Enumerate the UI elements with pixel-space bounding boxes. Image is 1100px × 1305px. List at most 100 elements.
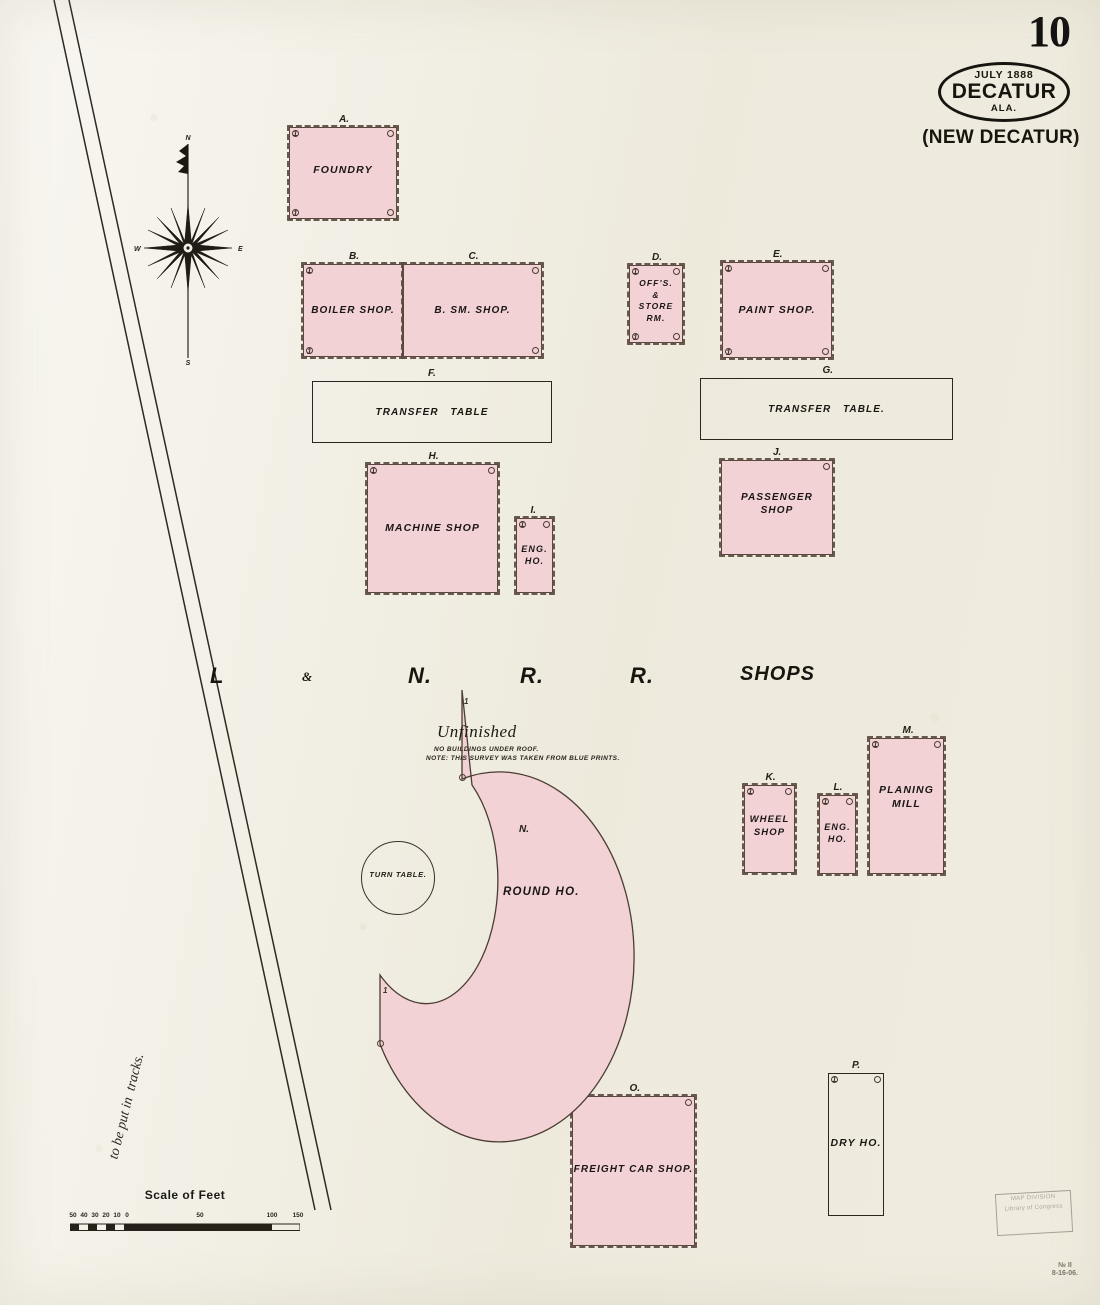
building-label: BOILER SHOP. [311, 305, 395, 316]
corner-opening-tl [519, 521, 526, 528]
scale-tick-label: 10 [113, 1212, 121, 1219]
corner-mark-line-2: 8-16-06. [1051, 1270, 1078, 1278]
building-boiler-shop: BOILER SHOP. 1 1 [301, 262, 405, 359]
corner-opening-tr [685, 1099, 692, 1106]
corner-story-number: 1 [726, 264, 731, 273]
roundhouse-label: ROUND HO. [503, 886, 580, 898]
building-label: FREIGHT CAR SHOP. [573, 1164, 694, 1175]
turn-table-label: TURN TABLE. [369, 870, 427, 879]
building-key-letter: A. [339, 114, 349, 125]
building-label: PLANING MILL [879, 784, 934, 810]
compass-north-label: N [185, 135, 191, 142]
building-label: FOUNDRY [313, 164, 373, 176]
building-key-letter: G. [822, 365, 834, 376]
sheet-subtitle: (NEW DECATUR) [922, 127, 1080, 148]
roundhouse-corner-number-bottom: 1 [383, 986, 388, 995]
corner-opening-br [822, 348, 829, 355]
corner-opening-tr [532, 267, 539, 274]
survey-blueprint-note: NOTE: THIS SURVEY WAS TAKEN FROM BLUE PR… [426, 755, 620, 762]
corner-opening-bl [725, 348, 732, 355]
building-label: B. SM. SHOP. [434, 305, 511, 316]
corner-story-number: 1 [823, 797, 828, 806]
cartouche-city: DECATUR [951, 80, 1057, 103]
building-label: ENG. HO. [824, 822, 851, 844]
corner-story-number: 1 [307, 347, 312, 356]
corner-story-number: 1 [576, 1098, 581, 1107]
building-label: OFF'S. & STORE RM. [638, 278, 674, 323]
corner-story-number: 1 [293, 209, 298, 218]
map-title-part: R. [630, 663, 654, 688]
corner-opening-tl [632, 268, 639, 275]
roundhouse-corner-opening-b [377, 1040, 384, 1047]
scale-tick-label: 50 [196, 1212, 204, 1219]
corner-story-number: 1 [520, 520, 525, 529]
corner-opening-tr [673, 268, 680, 275]
compass-east-label: E [238, 246, 243, 253]
corner-opening-tl [822, 798, 829, 805]
track-annotation-text: to be put in tracks. [106, 1052, 148, 1161]
corner-story-number: 1 [726, 348, 731, 357]
corner-story-number: 1 [748, 787, 753, 796]
turn-table-circle: TURN TABLE. [361, 841, 435, 915]
building-key-letter: P. [852, 1060, 861, 1071]
building-transfer-table: TRANSFER TABLE. [700, 378, 953, 440]
scale-tick-label: 30 [91, 1212, 99, 1219]
corner-opening-tr [488, 467, 495, 474]
compass-rose: N S W E [128, 126, 248, 367]
map-title-l-and-n-rr-shops: L&N.R.R.SHOPS [210, 663, 850, 703]
scale-tick-label: 100 [266, 1212, 278, 1219]
corner-opening-tr [785, 788, 792, 795]
corner-opening-bl [292, 209, 299, 216]
map-title-part: & [302, 669, 314, 684]
scale-title: Scale of Feet [144, 1188, 226, 1202]
corner-opening-tr [387, 130, 394, 137]
roundhouse-key-letter: N. [519, 824, 529, 835]
corner-opening-tl [831, 1076, 838, 1083]
corner-opening-tr [846, 798, 853, 805]
building-key-letter: C. [468, 251, 479, 262]
map-title-part: L [210, 663, 225, 688]
compass-south-label: S [186, 360, 191, 366]
scale-tick-label: 40 [80, 1212, 88, 1219]
corner-opening-tr [823, 463, 830, 470]
cartouche-date: JULY 1888 [974, 69, 1034, 81]
corner-opening-bl [306, 347, 313, 354]
corner-opening-br [532, 347, 539, 354]
corner-story-number: 1 [633, 267, 638, 276]
building-label: TRANSFER TABLE [375, 407, 489, 418]
corner-story-number: 1 [293, 129, 298, 138]
corner-story-number: 1 [633, 333, 638, 342]
corner-opening-tl [725, 265, 732, 272]
library-of-congress-stamp: MAP DIVISION Library of Congress [994, 1189, 1074, 1237]
building-foundry: FOUNDRY 1 1 [287, 125, 399, 221]
city-cartouche: JULY 1888 DECATUR ALA. [938, 62, 1070, 122]
building-key-letter: B. [349, 251, 359, 262]
unfinished-note: Unfinished [437, 722, 517, 741]
corner-opening-br [673, 333, 680, 340]
sheet-corner-mark: № II 8-16-06. [1052, 1262, 1078, 1280]
sheet-number: 10 [1028, 7, 1071, 56]
building-key-letter: D. [652, 252, 662, 263]
roundhouse-corner-opening-a [459, 774, 466, 781]
corner-opening-tl [370, 467, 377, 474]
building-label: TRANSFER TABLE. [768, 404, 885, 415]
corner-opening-bl [632, 333, 639, 340]
building-key-letter: E. [773, 249, 783, 260]
map-title-part: SHOPS [740, 663, 816, 685]
building-label: ENG. HO. [521, 544, 548, 566]
scale-tick-label: 150 [292, 1212, 304, 1219]
scale-tick-label: 20 [102, 1212, 110, 1219]
corner-opening-tl [872, 741, 879, 748]
building-key-letter: H. [428, 451, 439, 462]
scale-tick-label: 50 [69, 1212, 77, 1219]
corner-story-number: 1 [307, 266, 312, 275]
corner-opening-tl [306, 267, 313, 274]
